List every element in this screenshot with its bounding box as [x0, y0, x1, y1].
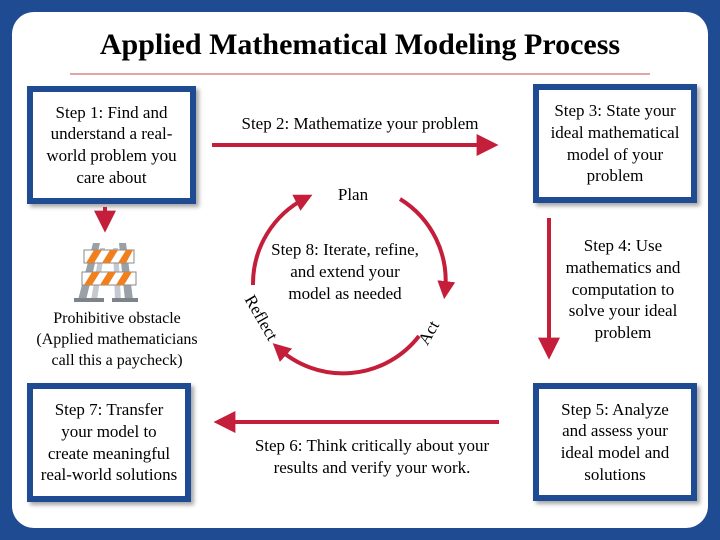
- barricade-icon: [74, 243, 138, 302]
- title-underline: [70, 73, 650, 75]
- step6-label: Step 6: Think critically about your resu…: [254, 436, 490, 477]
- cycle-plan-label: Plan: [337, 185, 369, 204]
- cycle-arc-reflect: [250, 194, 313, 286]
- step3-text: Step 3: State your ideal mathematical mo…: [550, 101, 680, 186]
- cycle-arc-act: [272, 334, 421, 376]
- step1-text: Step 1: Find and understand a real-world…: [46, 102, 177, 187]
- step4-label: Step 4: Use mathematics and computation …: [565, 236, 681, 342]
- step3-box: Step 3: State your ideal mathematical mo…: [533, 84, 697, 203]
- obstacle-caption: Prohibitive obstacle (Applied mathematic…: [36, 310, 198, 369]
- step1-box: Step 1: Find and understand a real-world…: [27, 86, 196, 204]
- step8-label: Step 8: Iterate, refine, and extend your…: [271, 240, 419, 303]
- step5-text: Step 5: Analyze and assess your ideal mo…: [560, 399, 670, 484]
- cycle-arc-plan: [398, 197, 456, 300]
- step2-label: Step 2: Mathematize your problem: [241, 114, 479, 133]
- step5-box: Step 5: Analyze and assess your ideal mo…: [533, 383, 697, 501]
- step7-box: Step 7: Transfer your model to create me…: [27, 383, 191, 502]
- page-title: Applied Mathematical Modeling Process: [99, 28, 621, 61]
- step7-text: Step 7: Transfer your model to create me…: [40, 400, 178, 485]
